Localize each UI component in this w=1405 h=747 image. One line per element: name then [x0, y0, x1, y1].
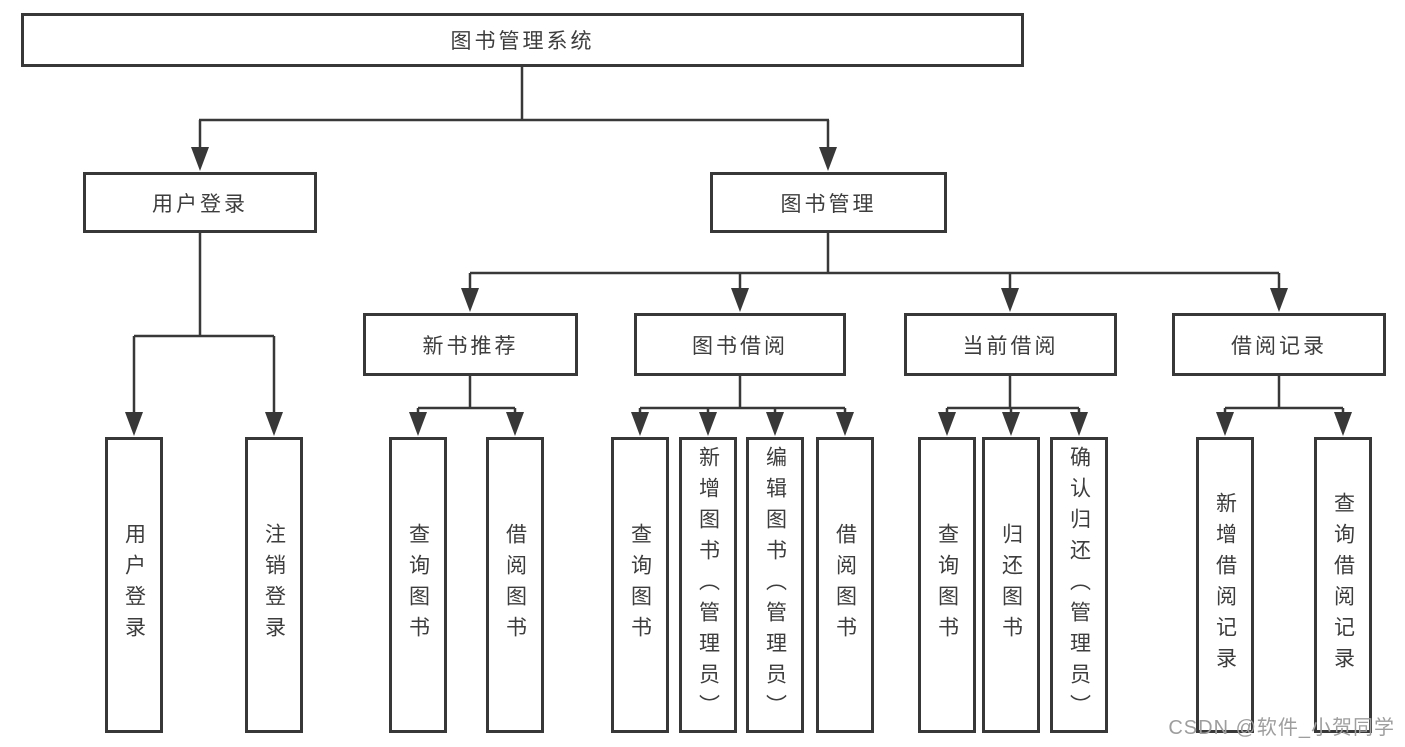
leaf-bb-borrow-books: 借阅图书	[816, 437, 874, 733]
node-label: 归还图书	[999, 523, 1023, 647]
node-label: 图书借阅	[692, 334, 788, 358]
node-book-borrowing: 图书借阅	[634, 313, 846, 376]
node-label: 查询图书	[406, 523, 430, 647]
leaf-cb-return-books: 归还图书	[982, 437, 1040, 733]
node-label: 编辑图书（管理员）	[763, 445, 787, 725]
node-label: 查询图书	[935, 523, 959, 647]
leaf-nbr-query-books: 查询图书	[389, 437, 447, 733]
leaf-cb-confirm-return-admin: 确认归还（管理员）	[1050, 437, 1108, 733]
leaf-bb-add-books-admin: 新增图书（管理员）	[679, 437, 737, 733]
node-label: 借阅图书	[503, 523, 527, 647]
node-label: 当前借阅	[962, 334, 1059, 358]
node-current-borrowing: 当前借阅	[904, 313, 1117, 376]
node-label: 借阅图书	[833, 523, 857, 647]
node-label: 新增图书（管理员）	[696, 445, 720, 725]
node-borrowing-records: 借阅记录	[1172, 313, 1386, 376]
node-user-login-branch: 用户登录	[83, 172, 317, 233]
node-label: 图书管理系统	[450, 30, 595, 53]
leaf-logout-login: 注销登录	[245, 437, 303, 733]
node-book-management: 图书管理	[710, 172, 947, 233]
leaf-br-add-record: 新增借阅记录	[1196, 437, 1254, 733]
csdn-watermark: CSDN @软件_小贺同学	[1168, 717, 1395, 739]
node-label: 新增借阅记录	[1213, 492, 1237, 678]
node-label: 查询图书	[628, 523, 652, 647]
leaf-user-login: 用户登录	[105, 437, 163, 733]
leaf-br-query-record: 查询借阅记录	[1314, 437, 1372, 733]
node-label: 注销登录	[262, 523, 286, 647]
node-label: 用户登录	[122, 523, 146, 647]
leaf-nbr-borrow-books: 借阅图书	[486, 437, 544, 733]
node-label: 查询借阅记录	[1331, 492, 1355, 678]
connector-skeleton	[134, 64, 1343, 410]
leaf-bb-query-books: 查询图书	[611, 437, 669, 733]
node-label: 确认归还（管理员）	[1067, 445, 1091, 725]
leaf-cb-query-books: 查询图书	[918, 437, 976, 733]
node-label: 新书推荐	[422, 334, 519, 358]
node-label: 图书管理	[780, 192, 877, 216]
node-library-management-system: 图书管理系统	[21, 13, 1024, 67]
leaf-bb-edit-books-admin: 编辑图书（管理员）	[746, 437, 804, 733]
node-label: 借阅记录	[1231, 334, 1327, 358]
node-label: 用户登录	[152, 192, 248, 216]
node-new-book-recommend: 新书推荐	[363, 313, 578, 376]
